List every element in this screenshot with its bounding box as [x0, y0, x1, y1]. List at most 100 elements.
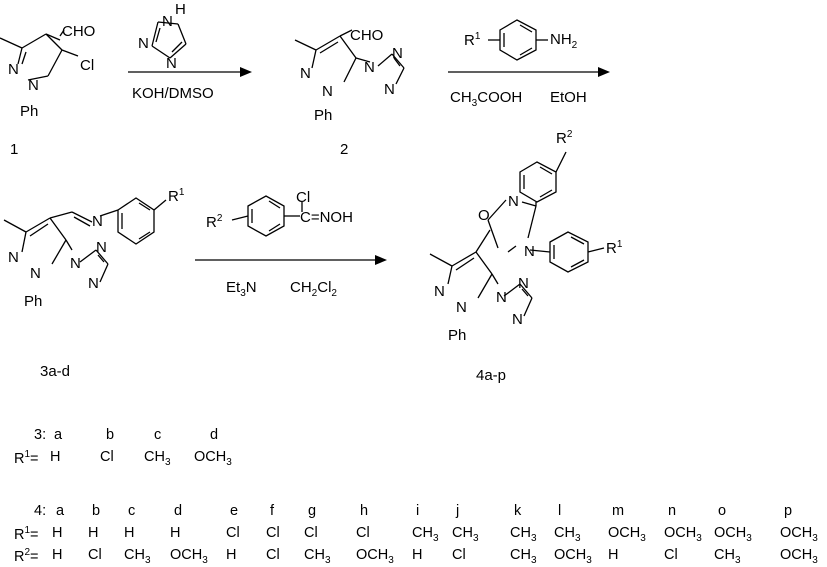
triazole-n2-3: N	[96, 239, 107, 256]
step1-condition: KOH/DMSO	[132, 85, 214, 102]
triazole-n1-4: N	[496, 289, 507, 306]
aniline-r1-label: R1	[464, 31, 481, 49]
table-3-letter: a	[54, 427, 63, 443]
table-4-letter: k	[514, 503, 522, 519]
table-4-letter: b	[92, 503, 101, 519]
table-4-r1-value: Cl	[266, 525, 280, 541]
n-label-4b: N	[456, 299, 467, 316]
table-4-letter: a	[56, 503, 65, 519]
table-4-r2-value: Cl	[452, 547, 466, 563]
table-4-r2-value: H	[412, 547, 423, 563]
table-4-letter: p	[784, 503, 793, 519]
table-3-r1-value: H	[50, 449, 61, 465]
table-4-r1-value: CH3	[452, 525, 479, 544]
triazole-n2-2: N	[392, 45, 403, 62]
table-4-r2-value: CH3	[304, 547, 331, 566]
imine-n-label: N	[92, 213, 103, 230]
table-4-r2-value: CH3	[510, 547, 537, 566]
triazole-n1-3: N	[70, 255, 81, 272]
oxadiazole-o: O	[478, 207, 490, 224]
oxadiazole-n-top: N	[508, 193, 519, 210]
aniline-reagent	[488, 19, 548, 61]
compound-3-structure	[3, 197, 167, 283]
table-4-r2-value: Cl	[88, 547, 102, 563]
table-4-r2-value: Cl	[266, 547, 280, 563]
table-4-r1-value: OCH3	[608, 525, 646, 544]
oxime-cl-label: Cl	[296, 189, 311, 206]
triazole-reagent	[151, 21, 187, 59]
compound-4-label: 4a-p	[476, 367, 507, 384]
table-4-letter: c	[128, 503, 136, 519]
compound-3-label: 3a-d	[40, 363, 71, 380]
compound-2-label: 2	[340, 141, 349, 158]
table-4-letter: h	[360, 503, 369, 519]
table-4-r1-value: CH3	[412, 525, 439, 544]
table-4-r1-value: OCH3	[664, 525, 702, 544]
table-4-r1-value: Cl	[226, 525, 240, 541]
table-3-r1-value: CH3	[144, 449, 171, 468]
table-4-letter: i	[416, 503, 420, 519]
step2-solvent: EtOH	[550, 89, 587, 106]
table-4-r2-label: R2=	[14, 547, 39, 565]
table-4-r1-value: H	[170, 525, 181, 541]
compound-3-r1: R1	[168, 187, 185, 205]
table-4-r1-value: Cl	[304, 525, 318, 541]
table-3-r1-label: R1=	[14, 449, 39, 467]
triazole-h-label: H	[175, 1, 186, 18]
phenyl-label-2: Ph	[314, 107, 333, 124]
table-4-r2-value: OCH3	[356, 547, 394, 566]
phenyl-label-1: Ph	[20, 103, 39, 120]
table-4-r2-value: OCH3	[780, 547, 818, 566]
step3-solvent: CH2Cl2	[290, 279, 337, 299]
table-4-r2-value: Cl	[664, 547, 678, 563]
table-4-r2-value: CH3	[124, 547, 151, 566]
triazole-n3-3: N	[88, 275, 99, 292]
table-3-letter: d	[210, 427, 219, 443]
oxime-noh-label: C=NOH	[300, 209, 353, 226]
table-3-label: 3:	[34, 427, 47, 443]
table-4-r2-value: H	[608, 547, 619, 563]
oxadiazole-n-4: N	[524, 243, 535, 260]
aniline-nh2-label: NH2	[550, 31, 578, 51]
table-4-r1-value: H	[52, 525, 63, 541]
table-4-letter: g	[308, 503, 317, 519]
n-label-2b: N	[322, 83, 333, 100]
phenyl-label-4: Ph	[448, 327, 467, 344]
table-4-r2-value: H	[226, 547, 237, 563]
table-4-r2-value: OCH3	[170, 547, 208, 566]
triazole-n2-4: N	[518, 275, 529, 292]
table-4-r2-value: OCH3	[554, 547, 592, 566]
compound-1-label: 1	[10, 141, 19, 158]
compound-4-r2: R2	[556, 129, 573, 147]
table-4-letter: f	[270, 503, 275, 519]
chlorooxime-reagent	[231, 195, 303, 237]
table-4-r1-value: OCH3	[714, 525, 752, 544]
oxime-r2-label: R2	[206, 213, 223, 231]
compound-4-structure	[429, 151, 605, 317]
triazole-n3-4: N	[512, 311, 523, 328]
table-4-letter: m	[612, 503, 625, 519]
n-label-3a: N	[8, 249, 19, 266]
table-3-letter: b	[106, 427, 115, 443]
compound-1-structure	[0, 29, 79, 81]
table-4-label: 4:	[34, 503, 47, 519]
aldehyde-label-2: CHO	[350, 27, 384, 44]
compound-2-structure	[294, 29, 405, 85]
chloro-label-1: Cl	[80, 57, 95, 74]
table-4-r1-value: OCH3	[780, 525, 818, 544]
table-4-letter: o	[718, 503, 727, 519]
table-4-r2-value: CH3	[714, 547, 741, 566]
phenyl-label-3: Ph	[24, 293, 43, 310]
triazole-n-top: N	[162, 13, 173, 30]
n-label-4a: N	[434, 283, 445, 300]
table-4-r1-label: R1=	[14, 525, 39, 543]
compound-4-r1: R1	[606, 239, 623, 257]
triazole-n-left: N	[138, 35, 149, 52]
step3-base: Et3N	[226, 279, 257, 299]
n-label-3b: N	[30, 265, 41, 282]
table-4-r1-value: Cl	[356, 525, 370, 541]
table-4-r1-value: CH3	[510, 525, 537, 544]
table-4-r1-value: CH3	[554, 525, 581, 544]
